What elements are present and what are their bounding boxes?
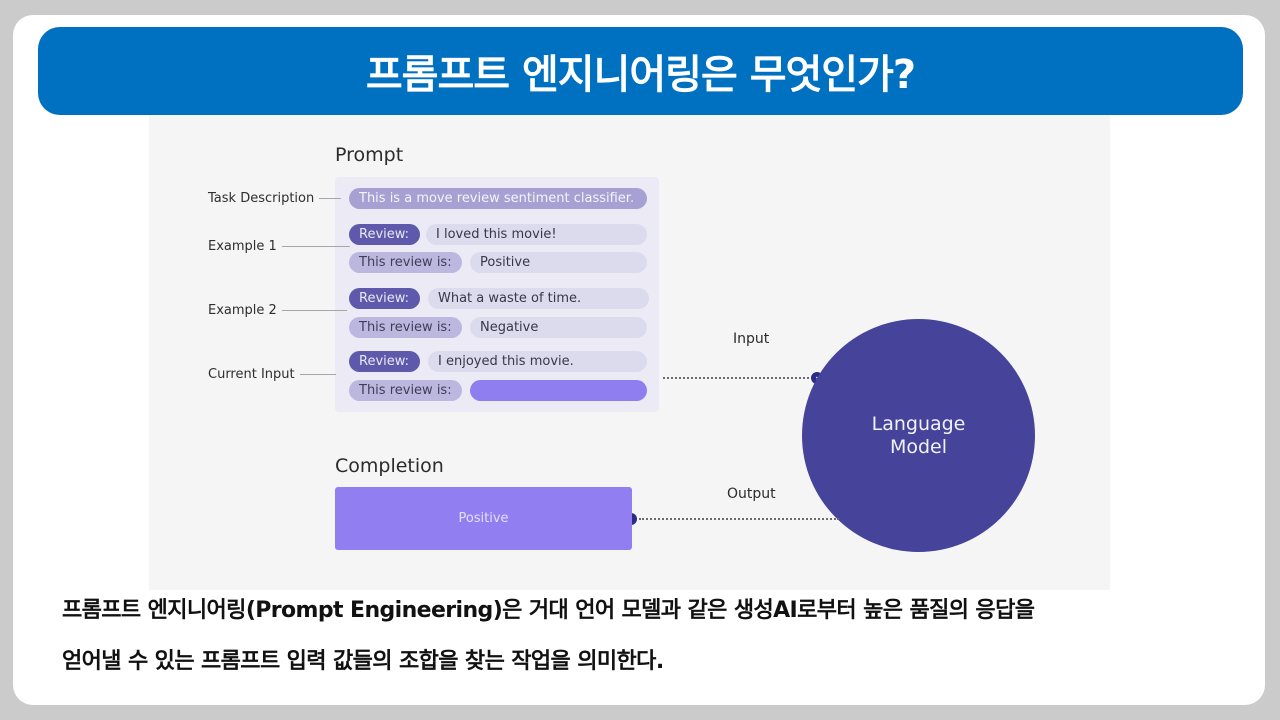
sentiment-pill: Negative <box>470 317 647 338</box>
output-dotted-line <box>639 518 839 520</box>
completion-text: Positive <box>458 511 509 526</box>
sentiment-pill: Positive <box>470 252 647 273</box>
language-model-label-line2: Model <box>889 435 948 458</box>
label-task-description: Task Description <box>208 191 342 206</box>
input-label: Input <box>733 331 770 347</box>
prompt-engineering-diagram: Prompt Task Description Example 1 Exampl… <box>149 115 1110 590</box>
review-label-pill: Review: <box>349 288 420 309</box>
prompt-title: Prompt <box>335 144 404 166</box>
description-line-1: 프롬프트 엔지니어링(Prompt Engineering)은 거대 언어 모델… <box>62 598 1035 623</box>
label-example-2: Example 2 <box>208 303 347 318</box>
review-label-pill: Review: <box>349 351 420 372</box>
completion-box: Positive <box>335 487 632 550</box>
output-label: Output <box>727 486 776 502</box>
connector-line <box>281 310 347 311</box>
review-text-pill: I enjoyed this movie. <box>428 351 647 372</box>
language-model-circle: Language Model <box>802 319 1035 552</box>
label-current-input: Current Input <box>208 367 336 382</box>
review-is-label-pill: This review is: <box>349 252 462 273</box>
label-example-1: Example 1 <box>208 239 350 254</box>
completion-title: Completion <box>335 455 444 477</box>
review-is-label-pill: This review is: <box>349 380 462 401</box>
slide-title: 프롬프트 엔지니어링은 무엇인가? <box>365 52 916 98</box>
connector-line <box>299 374 336 375</box>
connector-line <box>319 198 342 199</box>
review-is-label-pill: This review is: <box>349 317 462 338</box>
review-label-pill: Review: <box>349 224 420 245</box>
task-description-pill: This is a move review sentiment classifi… <box>349 188 647 209</box>
description-line-2: 얻어낼 수 있는 프롬프트 입력 값들의 조합을 찾는 작업을 의미한다. <box>62 649 664 674</box>
slide-header: 프롬프트 엔지니어링은 무엇인가? <box>38 27 1243 115</box>
input-dotted-line <box>663 377 813 379</box>
current-sentiment-blank-pill <box>470 380 647 401</box>
connector-line <box>281 246 350 247</box>
language-model-label-line1: Language <box>871 412 966 435</box>
review-text-pill: What a waste of time. <box>428 288 649 309</box>
review-text-pill: I loved this movie! <box>426 224 647 245</box>
